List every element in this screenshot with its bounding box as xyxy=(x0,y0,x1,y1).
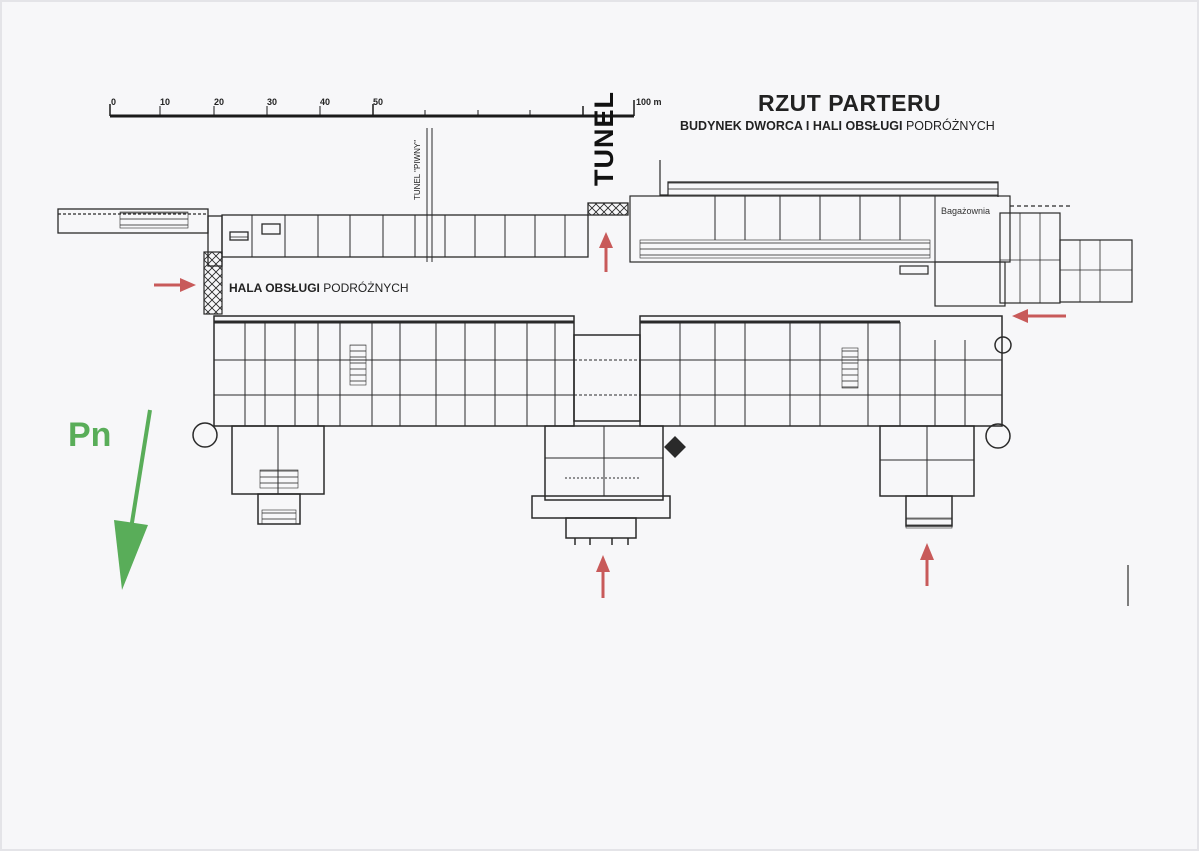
central-projection xyxy=(531,425,686,545)
beer-tunnel-line xyxy=(426,128,433,262)
scale-tick-label: 50 xyxy=(373,97,384,107)
hall-label-main: HALA OBSŁUGI xyxy=(229,281,320,295)
entrance-arrow-icon xyxy=(596,555,610,598)
plan-subtitle-light: PODRÓŻNYCH xyxy=(905,119,995,133)
main-building xyxy=(192,315,1012,449)
north-arrow-icon xyxy=(114,409,152,590)
upper-right-wing xyxy=(629,160,1133,307)
entrance-arrow-icon xyxy=(920,543,934,586)
upper-left-wing xyxy=(57,202,629,267)
plan-subtitle: BUDYNEK DWORCA I HALI OBSŁUGI PODRÓŻNYCH xyxy=(680,119,995,133)
beer-tunnel-label-text: TUNEL "PIWNY" xyxy=(413,139,422,200)
north-label: Pn xyxy=(68,416,112,454)
plan-title: RZUT PARTERU xyxy=(758,90,942,116)
scale-tick-label: 20 xyxy=(214,97,225,107)
hall-label: HALA OBSŁUGI PODRÓŻNYCH xyxy=(229,281,409,295)
baggage-room-label: Bagażownia xyxy=(941,206,991,216)
left-projection xyxy=(231,425,325,525)
plan-subtitle-main: BUDYNEK DWORCA I HALI OBSŁUGI xyxy=(680,119,903,133)
scale-end-label: 100 m xyxy=(636,97,662,107)
entrance-arrow-icon xyxy=(154,278,196,292)
tunnel-label-text: TUNEL xyxy=(589,91,619,186)
right-projection xyxy=(879,425,975,529)
scale-tick-label: 30 xyxy=(267,97,278,107)
scale-bar xyxy=(109,100,635,118)
hall-label-light: PODRÓŻNYCH xyxy=(323,281,409,295)
left-stair-connector xyxy=(203,251,223,315)
scale-tick-label: 0 xyxy=(111,97,117,107)
entrance-arrow-icon xyxy=(1012,309,1066,323)
scale-tick-label: 10 xyxy=(160,97,171,107)
scale-tick-label: 40 xyxy=(320,97,331,107)
entrance-arrow-icon xyxy=(599,232,613,272)
